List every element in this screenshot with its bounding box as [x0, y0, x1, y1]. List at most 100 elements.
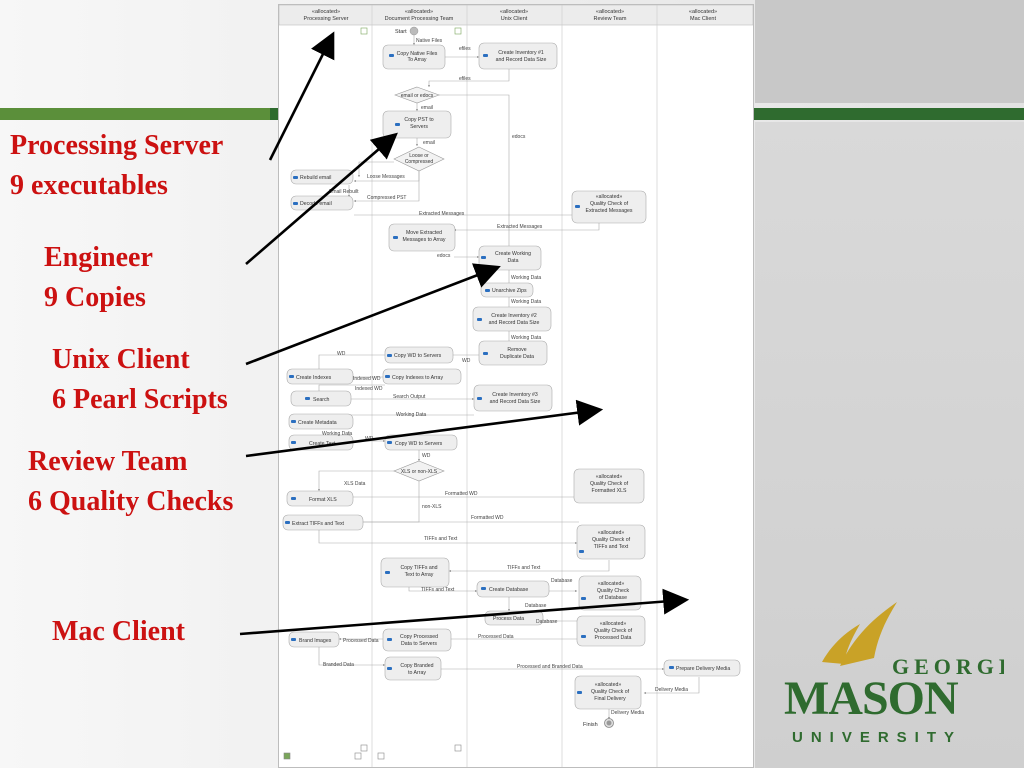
svg-text:email: email	[423, 140, 435, 146]
annotation-engineer: Engineer 9 Copies	[44, 238, 153, 318]
decision-loose-label-1: Loose or	[409, 153, 429, 159]
svg-text:Email Rebuilt: Email Rebuilt	[329, 189, 359, 195]
arrow-processing-server	[268, 31, 335, 161]
svg-text:Create Inventory #3: Create Inventory #3	[492, 392, 538, 398]
svg-text:efiles: efiles	[459, 76, 471, 82]
svg-text:Process Data: Process Data	[493, 616, 524, 622]
svg-text:and Record Data Size: and Record Data Size	[489, 320, 540, 326]
svg-text:Create Working: Create Working	[495, 251, 531, 257]
edge-labels: Native Files efiles efiles email edocs e…	[322, 38, 688, 716]
right-gray-panel	[755, 122, 1024, 768]
svg-text:Rebuild email: Rebuild email	[300, 175, 331, 181]
svg-text:Copy Branded: Copy Branded	[400, 663, 433, 669]
svg-text:Indexed WD: Indexed WD	[353, 376, 381, 382]
svg-text:edocs: edocs	[512, 134, 526, 140]
lane-2-stereo: «allocated»	[405, 9, 433, 15]
annotation-processing-server-count: 9 executables	[10, 170, 168, 201]
svg-text:Branded Data: Branded Data	[323, 662, 354, 668]
svg-text:Working Data: Working Data	[322, 431, 352, 437]
action-boxes	[282, 42, 741, 710]
svg-text:WD: WD	[462, 358, 471, 364]
svg-text:WD: WD	[422, 453, 431, 459]
svg-text:Search: Search	[313, 397, 330, 403]
arrow-review-team	[245, 399, 604, 458]
lane-headers: «allocated» Processing Server «allocated…	[279, 5, 753, 26]
george-mason-logo: GEORGE MASON UNIVERSITY	[784, 602, 1004, 746]
lane-collapse-buttons[interactable]	[360, 27, 462, 35]
action-icons	[285, 54, 674, 694]
start-label: Start	[395, 29, 407, 35]
svg-text:Formatted XLS: Formatted XLS	[592, 488, 627, 494]
arrow-unix-client	[245, 263, 501, 366]
lane-1-title: Processing Server	[304, 16, 349, 22]
svg-text:Extract TIFFs and Text: Extract TIFFs and Text	[292, 521, 345, 527]
top-right-gray-block	[755, 0, 1024, 103]
annotation-unix-client: Unix Client 6 Pearl Scripts	[52, 340, 228, 420]
svg-text:Delivery Media: Delivery Media	[655, 687, 688, 693]
svg-text:Create Database: Create Database	[489, 587, 528, 593]
decision-xls-label: XLS or non-XLS	[401, 469, 438, 475]
svg-text:email: email	[421, 105, 433, 111]
svg-text:«allocated»: «allocated»	[598, 581, 625, 587]
svg-text:Processed Data: Processed Data	[343, 638, 379, 644]
svg-text:Create Indexes: Create Indexes	[296, 375, 332, 381]
svg-text:Quality Check of: Quality Check of	[591, 689, 630, 695]
svg-text:Remove: Remove	[507, 347, 526, 353]
annotation-unix-client-title: Unix Client	[52, 344, 190, 375]
svg-text:Processed and Branded Data: Processed and Branded Data	[517, 664, 583, 670]
svg-text:«allocated»: «allocated»	[596, 474, 623, 480]
decision-loose-label-2: Compressed	[405, 159, 434, 165]
arrow-engineer	[245, 132, 398, 265]
svg-text:Database: Database	[525, 603, 547, 609]
svg-text:TIFFs and Text: TIFFs and Text	[424, 536, 458, 542]
svg-text:Servers: Servers	[410, 124, 428, 130]
lane-2-title: Document Processing Team	[385, 16, 454, 22]
svg-text:Copy Processed: Copy Processed	[400, 634, 438, 640]
svg-text:Extracted Messages: Extracted Messages	[419, 211, 465, 217]
svg-text:of Database: of Database	[599, 595, 627, 601]
svg-text:TIFFs and Text: TIFFs and Text	[507, 565, 541, 571]
diagram-bottom-buttons[interactable]	[283, 744, 462, 760]
svg-text:Extracted Messages: Extracted Messages	[497, 224, 543, 230]
svg-text:Data: Data	[508, 258, 519, 264]
svg-text:Move Extracted: Move Extracted	[406, 230, 442, 236]
decision-email-or-edocs	[394, 86, 440, 104]
lane-3-title: Unix Client	[501, 16, 528, 22]
action-labels: Copy Native Files To Array Create Invent…	[292, 50, 730, 702]
svg-text:TIFFs and Text: TIFFs and Text	[421, 587, 455, 593]
svg-text:Quality Check of: Quality Check of	[592, 537, 631, 543]
svg-text:Create Inventory #2: Create Inventory #2	[491, 313, 537, 319]
svg-text:To Array: To Array	[407, 57, 426, 63]
lane-5-title: Mac Client	[690, 16, 716, 22]
annotation-review-team-title: Review Team	[28, 446, 188, 477]
lane-1-stereo: «allocated»	[312, 9, 340, 15]
svg-text:Search Output: Search Output	[393, 394, 426, 400]
svg-text:efiles: efiles	[459, 46, 471, 52]
svg-text:Quality Check of: Quality Check of	[590, 481, 629, 487]
arrow-mac-client	[239, 588, 690, 636]
start-node	[409, 26, 419, 36]
svg-text:Working Data: Working Data	[511, 299, 541, 305]
lane-5-stereo: «allocated»	[689, 9, 717, 15]
svg-text:Compressed PST: Compressed PST	[367, 195, 406, 201]
annotation-mac-client: Mac Client	[52, 612, 185, 652]
svg-text:to Array: to Array	[408, 670, 426, 676]
svg-text:Prepare Delivery Media: Prepare Delivery Media	[676, 666, 730, 672]
annotation-processing-server: Processing Server 9 executables	[10, 126, 223, 206]
svg-text:Extracted Messages: Extracted Messages	[586, 208, 633, 214]
svg-text:«allocated»: «allocated»	[595, 682, 622, 688]
svg-text:Create Text: Create Text	[309, 441, 336, 447]
svg-text:Copy PST to: Copy PST to	[404, 117, 433, 123]
svg-text:and Record Data Size: and Record Data Size	[490, 399, 541, 405]
svg-text:Copy WD to Servers: Copy WD to Servers	[395, 441, 443, 447]
flow-edges	[317, 33, 700, 720]
annotation-engineer-count: 9 Copies	[44, 282, 146, 313]
svg-text:Copy Indexes to Array: Copy Indexes to Array	[392, 375, 443, 381]
svg-text:Unarchive Zips: Unarchive Zips	[492, 288, 527, 294]
svg-text:Create Metadata: Create Metadata	[298, 420, 337, 426]
svg-text:Brand Images: Brand Images	[299, 638, 332, 644]
svg-text:Create Inventory #1: Create Inventory #1	[498, 50, 544, 56]
annotation-unix-client-count: 6 Pearl Scripts	[52, 384, 228, 415]
